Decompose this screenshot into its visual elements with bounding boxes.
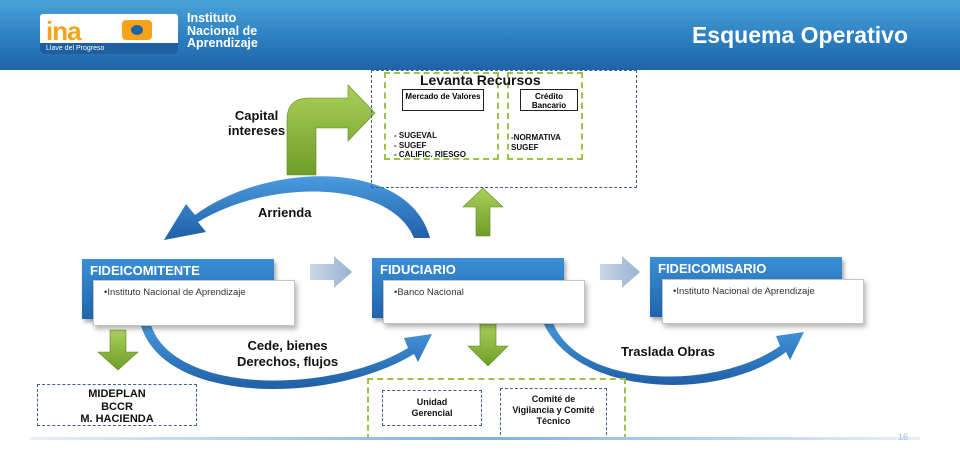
capital-label: Capital intereses xyxy=(228,108,285,138)
logo-ring-icon xyxy=(122,20,152,40)
mideplan-line: MIDEPLAN xyxy=(88,388,146,400)
institution-line-3: Aprendizaje xyxy=(187,36,258,50)
mercado-item: - CALIFIC. RIESGO xyxy=(394,150,466,159)
logo-strip: Llave del Progreso xyxy=(40,43,178,54)
cede-text: Cede, bienes xyxy=(247,338,328,353)
institution-line-2: Nacional de xyxy=(187,23,258,38)
mercado-valores-box xyxy=(384,72,499,160)
footer-line xyxy=(30,437,920,440)
logo-text: ina xyxy=(46,16,82,46)
header-bar: ina Llave del Progreso Instituto Naciona… xyxy=(0,0,960,70)
credito-bancario-box xyxy=(507,72,583,160)
credito-item: -NORMATIVA xyxy=(511,133,561,142)
levanta-recursos-title: Levanta Recursos xyxy=(420,72,541,88)
cede-curved-arrow xyxy=(140,322,432,389)
credito-bancario-header: Crédito Bancario xyxy=(520,89,578,111)
grey-arrow-1 xyxy=(310,256,352,288)
fiduciario-card: •Banco Nacional xyxy=(383,280,585,324)
up-arrow-fiduciario xyxy=(462,187,504,237)
mercado-valores-header: Mercado de Valores xyxy=(402,89,484,111)
traslada-curved-arrow xyxy=(542,320,804,385)
institution-name: Instituto Nacional de Aprendizaje xyxy=(187,12,258,50)
fideicomitente-title: FIDEICOMITENTE xyxy=(90,263,200,278)
down-arrow-fideicomitente xyxy=(97,329,139,371)
mideplan-line: BCCR xyxy=(101,400,133,413)
cede-label: Cede, bienes Derechos, flujos xyxy=(237,338,338,370)
derechos-text: Derechos, flujos xyxy=(237,354,339,369)
capital-bent-arrow xyxy=(286,84,376,176)
mideplan-line: M. HACIENDA xyxy=(80,413,154,425)
page-number: 16 xyxy=(898,432,909,442)
slide-title: Esquema Operativo xyxy=(691,22,908,48)
comite-box: Comité de Vigilancia y Comité Técnico xyxy=(500,388,607,440)
fideicomisario-title: FIDEICOMISARIO xyxy=(658,261,767,276)
ina-logo: ina Llave del Progreso xyxy=(40,14,178,54)
credito-item: SUGEF xyxy=(511,142,539,152)
credito-items: -NORMATIVA SUGEF xyxy=(511,133,561,152)
traslada-label: Traslada Obras xyxy=(621,344,715,359)
fideicomisario-card: •Instituto Nacional de Aprendizaje xyxy=(662,279,864,324)
levanta-recursos-container xyxy=(371,70,637,188)
logo-tagline: Llave del Progreso xyxy=(46,45,105,52)
mercado-items: - SUGEVAL - SUGEF - CALIFIC. RIESGO xyxy=(394,131,466,160)
mercado-item: - SUGEVAL xyxy=(394,131,437,140)
institution-line-1: Instituto xyxy=(187,11,237,25)
arrienda-label: Arrienda xyxy=(258,205,312,220)
down-arrow-fiduciario xyxy=(467,323,509,367)
mercado-item: - SUGEF xyxy=(394,140,427,150)
fideicomitente-card: •Instituto Nacional de Aprendizaje xyxy=(93,280,295,326)
capital-text: Capital xyxy=(234,108,279,123)
fiduciario-title: FIDUCIARIO xyxy=(380,262,456,277)
intereses-text: intereses xyxy=(228,123,286,138)
unidad-gerencial-box: Unidad Gerencial xyxy=(382,390,482,426)
grey-arrow-2 xyxy=(600,256,640,288)
arrienda-curved-arrow xyxy=(164,176,430,240)
mideplan-box: MIDEPLAN BCCR M. HACIENDA xyxy=(37,384,197,426)
